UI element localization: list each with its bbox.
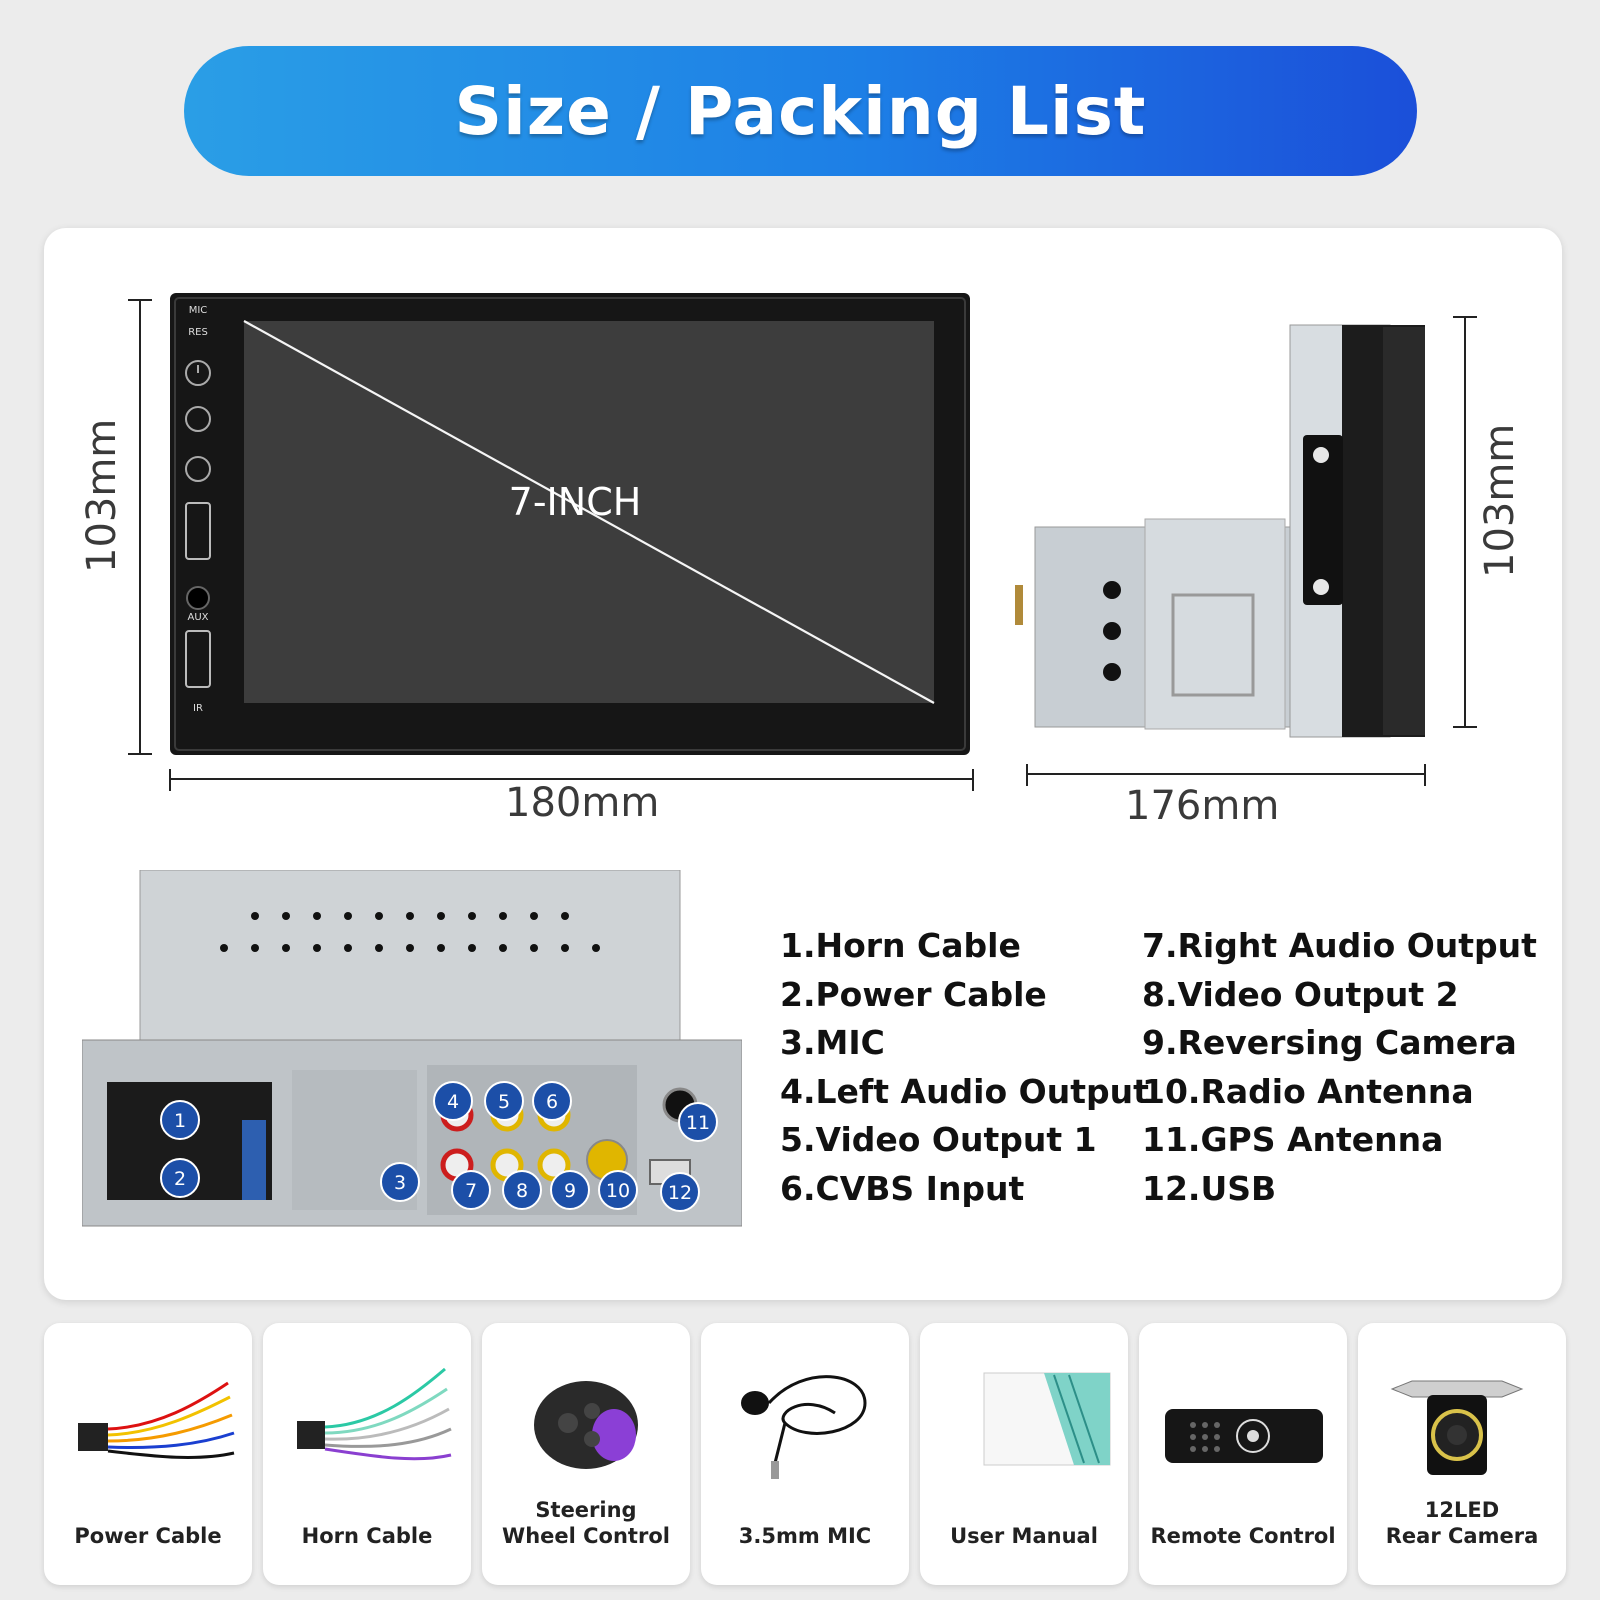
card-label: Power Cable (74, 1524, 222, 1548)
packing-item-horn-cable: Horn Cable (263, 1323, 471, 1585)
badge-2: 2 (174, 1168, 186, 1190)
packing-item-mic: 3.5mm MIC (701, 1323, 909, 1585)
front-height-dimension (128, 299, 152, 755)
side-view (1015, 324, 1425, 738)
badge-4: 4 (447, 1091, 459, 1113)
card-label: Remote Control (1150, 1524, 1336, 1548)
rear-view: 1 2 3 4 5 6 7 8 9 10 11 12 (82, 870, 742, 1227)
steering-wheel-control-icon (534, 1381, 638, 1469)
manual-icon (983, 1372, 1111, 1466)
packing-item-user-manual: User Manual (920, 1323, 1128, 1585)
side-height-dimension (1453, 316, 1477, 728)
card-label-2: Wheel Control (502, 1524, 670, 1548)
badge-1: 1 (174, 1110, 186, 1132)
page-title: Size / Packing List (454, 72, 1147, 150)
power-cable-icon (78, 1381, 235, 1459)
front-width-label: 180mm (505, 780, 660, 826)
packing-item-power-cable: Power Cable (44, 1323, 252, 1585)
title-banner: Size / Packing List (184, 46, 1417, 176)
horn-cable-icon (297, 1367, 452, 1461)
badge-9: 9 (564, 1180, 576, 1202)
front-width-dimension (169, 769, 974, 791)
badge-11: 11 (686, 1112, 710, 1134)
card-label: 12LED (1424, 1498, 1500, 1522)
port-item: 7.Right Audio Output (1142, 926, 1537, 965)
microphone-icon (741, 1375, 867, 1479)
badge-3: 3 (394, 1172, 406, 1194)
aux-label: AUX (187, 612, 208, 623)
port-item: 11.GPS Antenna (1142, 1120, 1444, 1159)
front-height-label: 103mm (79, 418, 125, 573)
card-label: Steering (535, 1498, 637, 1522)
aux-jack-icon[interactable] (186, 586, 210, 610)
port-item: 5.Video Output 1 (780, 1120, 1097, 1159)
ir-label: IR (193, 703, 203, 714)
res-label: RES (188, 327, 208, 338)
camera-icon (1390, 1380, 1524, 1475)
port-item: 1.Horn Cable (780, 926, 1021, 965)
badge-12: 12 (668, 1182, 692, 1204)
port-item: 4.Left Audio Output (780, 1071, 1149, 1111)
port-item: 3.MIC (780, 1023, 885, 1062)
packing-item-remote-control: Remote Control (1139, 1323, 1347, 1585)
port-list-left: 1.Horn Cable 2.Power Cable 3.MIC 4.Left … (780, 922, 1149, 1213)
card-label: 3.5mm MIC (738, 1524, 872, 1548)
card-label: User Manual (950, 1524, 1098, 1548)
screen-size-label: 7-INCH (509, 480, 642, 524)
port-item: 9.Reversing Camera (1142, 1023, 1517, 1062)
side-height-label: 103mm (1477, 423, 1523, 578)
badge-7: 7 (465, 1180, 477, 1202)
card-label: Horn Cable (301, 1524, 433, 1548)
power-button-icon[interactable] (185, 360, 211, 386)
side-depth-dimension (1026, 764, 1426, 786)
volume-up-icon[interactable] (185, 406, 211, 432)
port-item: 2.Power Cable (780, 974, 1047, 1014)
badge-10: 10 (606, 1180, 630, 1202)
badge-5: 5 (498, 1091, 510, 1113)
remote-control-icon (1165, 1409, 1323, 1463)
card-label-2: Rear Camera (1385, 1524, 1539, 1548)
port-list-right: 7.Right Audio Output 8.Video Output 2 9.… (1142, 922, 1537, 1213)
usb-port-icon[interactable] (185, 502, 211, 560)
front-view: MIC RES AUX IR 7-INCH (170, 293, 970, 755)
badge-6: 6 (546, 1091, 558, 1113)
side-depth-label: 176mm (1125, 783, 1280, 829)
port-badges: 1 2 3 4 5 6 7 8 9 10 11 12 (160, 1081, 718, 1212)
usb-port-2-icon[interactable] (185, 630, 211, 688)
mic-label: MIC (189, 305, 208, 316)
volume-down-icon[interactable] (185, 456, 211, 482)
port-item: 12.USB (1142, 1168, 1277, 1208)
port-item: 6.CVBS Input (780, 1168, 1025, 1208)
port-item: 10.Radio Antenna (1142, 1071, 1474, 1111)
badge-8: 8 (516, 1180, 528, 1202)
port-item: 8.Video Output 2 (1142, 974, 1459, 1014)
